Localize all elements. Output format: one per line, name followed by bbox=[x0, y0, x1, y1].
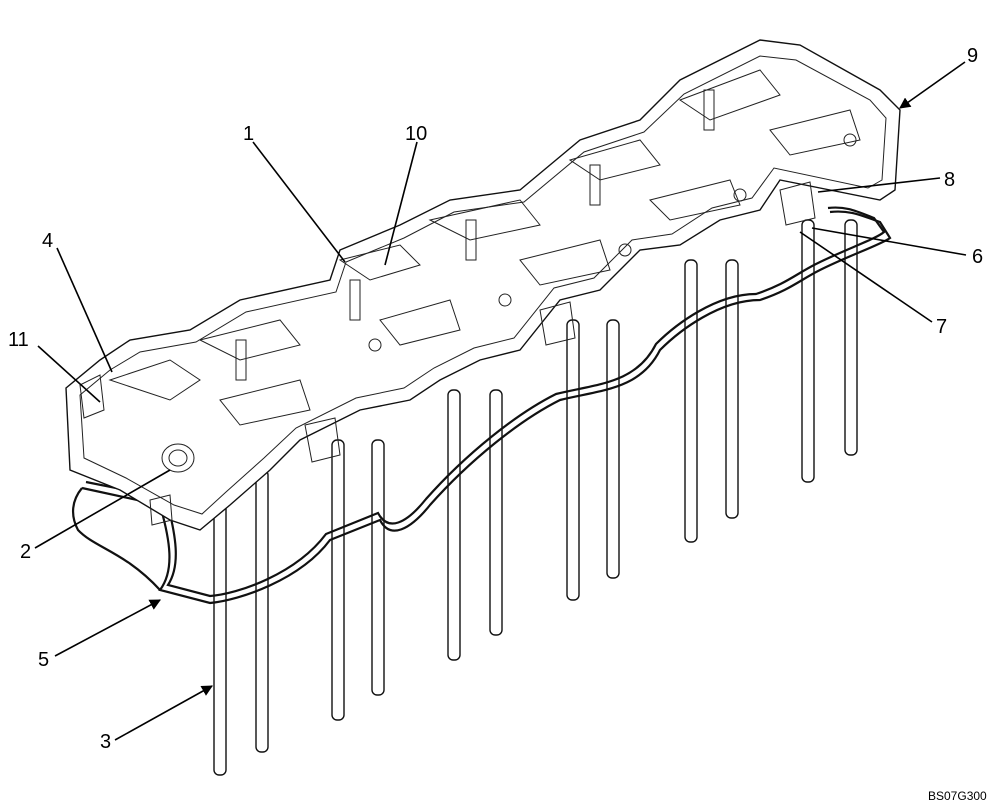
rocker-housing bbox=[65, 39, 901, 531]
callout-labels: 1 2 3 4 5 6 7 8 9 10 11 bbox=[8, 45, 983, 753]
callout-9: 9 bbox=[967, 45, 978, 67]
leader-9 bbox=[899, 61, 966, 109]
callout-5: 5 bbox=[38, 649, 49, 671]
callout-7: 7 bbox=[936, 316, 947, 338]
leader-11 bbox=[37, 345, 101, 403]
callout-10: 10 bbox=[405, 123, 427, 145]
callout-3: 3 bbox=[100, 731, 111, 753]
callout-6: 6 bbox=[972, 246, 983, 268]
leader-8 bbox=[817, 177, 941, 193]
leader-5 bbox=[54, 599, 161, 657]
leader-2 bbox=[34, 469, 171, 549]
leader-4 bbox=[56, 247, 113, 373]
callout-11: 11 bbox=[8, 329, 29, 351]
leader-1 bbox=[252, 141, 346, 263]
leader-3 bbox=[114, 685, 213, 741]
leader-6 bbox=[811, 227, 967, 256]
reference-code: BS07G300 bbox=[928, 789, 987, 803]
callout-2: 2 bbox=[20, 541, 31, 563]
callout-8: 8 bbox=[944, 169, 955, 191]
leader-10 bbox=[384, 141, 418, 266]
callout-1: 1 bbox=[243, 123, 254, 145]
leader-lines bbox=[34, 61, 967, 741]
leader-7 bbox=[799, 231, 933, 323]
push-rods bbox=[213, 219, 858, 776]
callout-4: 4 bbox=[42, 230, 53, 252]
